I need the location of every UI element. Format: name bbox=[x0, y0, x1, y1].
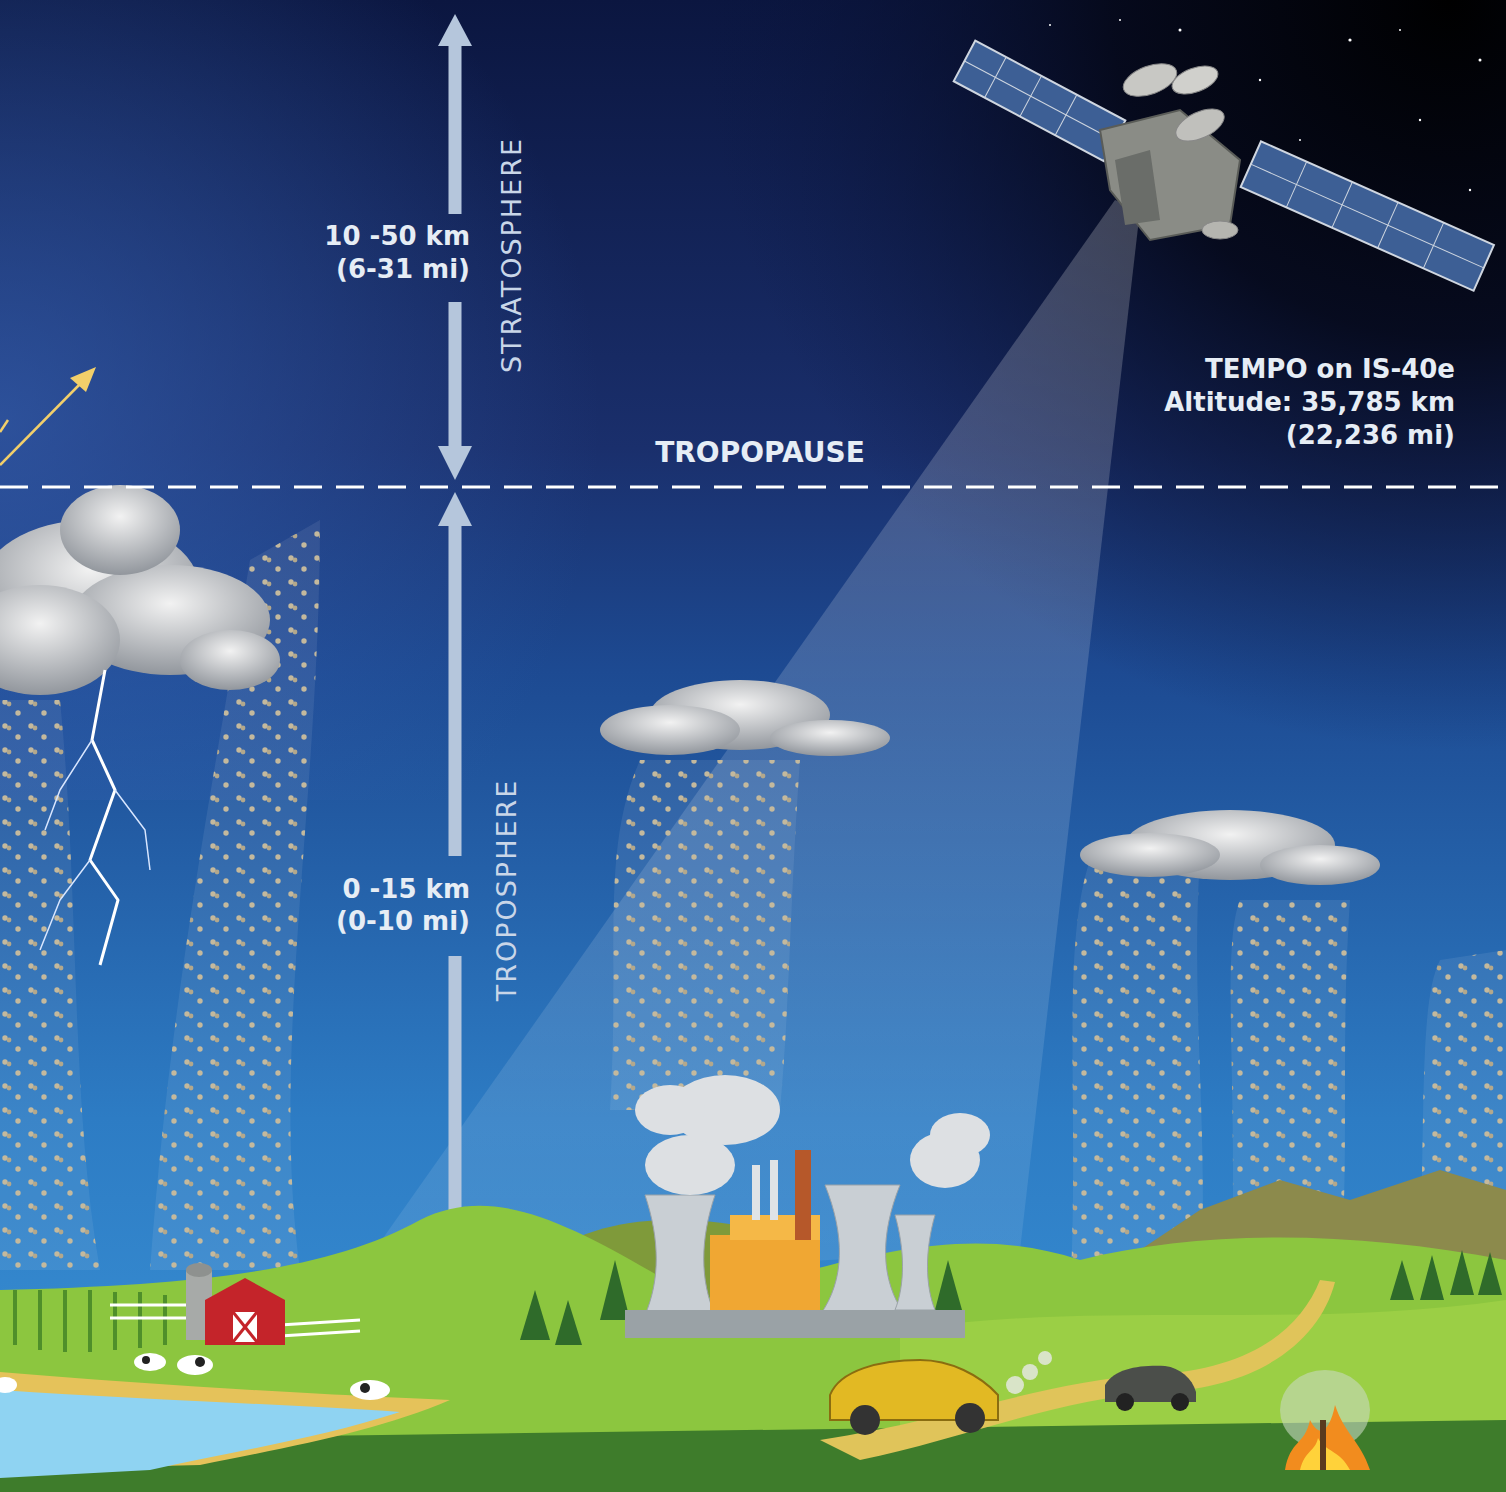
altitude-range: 0 -15 km bbox=[342, 875, 470, 905]
altitude-range: (0-10 mi) bbox=[336, 907, 470, 937]
layer-name: STRATOSPHERE bbox=[496, 137, 527, 373]
altitude-range: (6-31 mi) bbox=[336, 255, 470, 285]
satellite-label: TEMPO on IS-40e bbox=[1205, 355, 1455, 385]
layer-name: TROPOSPHERE bbox=[491, 779, 522, 1002]
altitude-range: 10 -50 km bbox=[324, 222, 470, 252]
boundary-name: TROPOPAUSE bbox=[655, 437, 865, 469]
satellite-label: Altitude: 35,785 km bbox=[1164, 388, 1455, 418]
satellite-label: (22,236 mi) bbox=[1286, 421, 1455, 451]
